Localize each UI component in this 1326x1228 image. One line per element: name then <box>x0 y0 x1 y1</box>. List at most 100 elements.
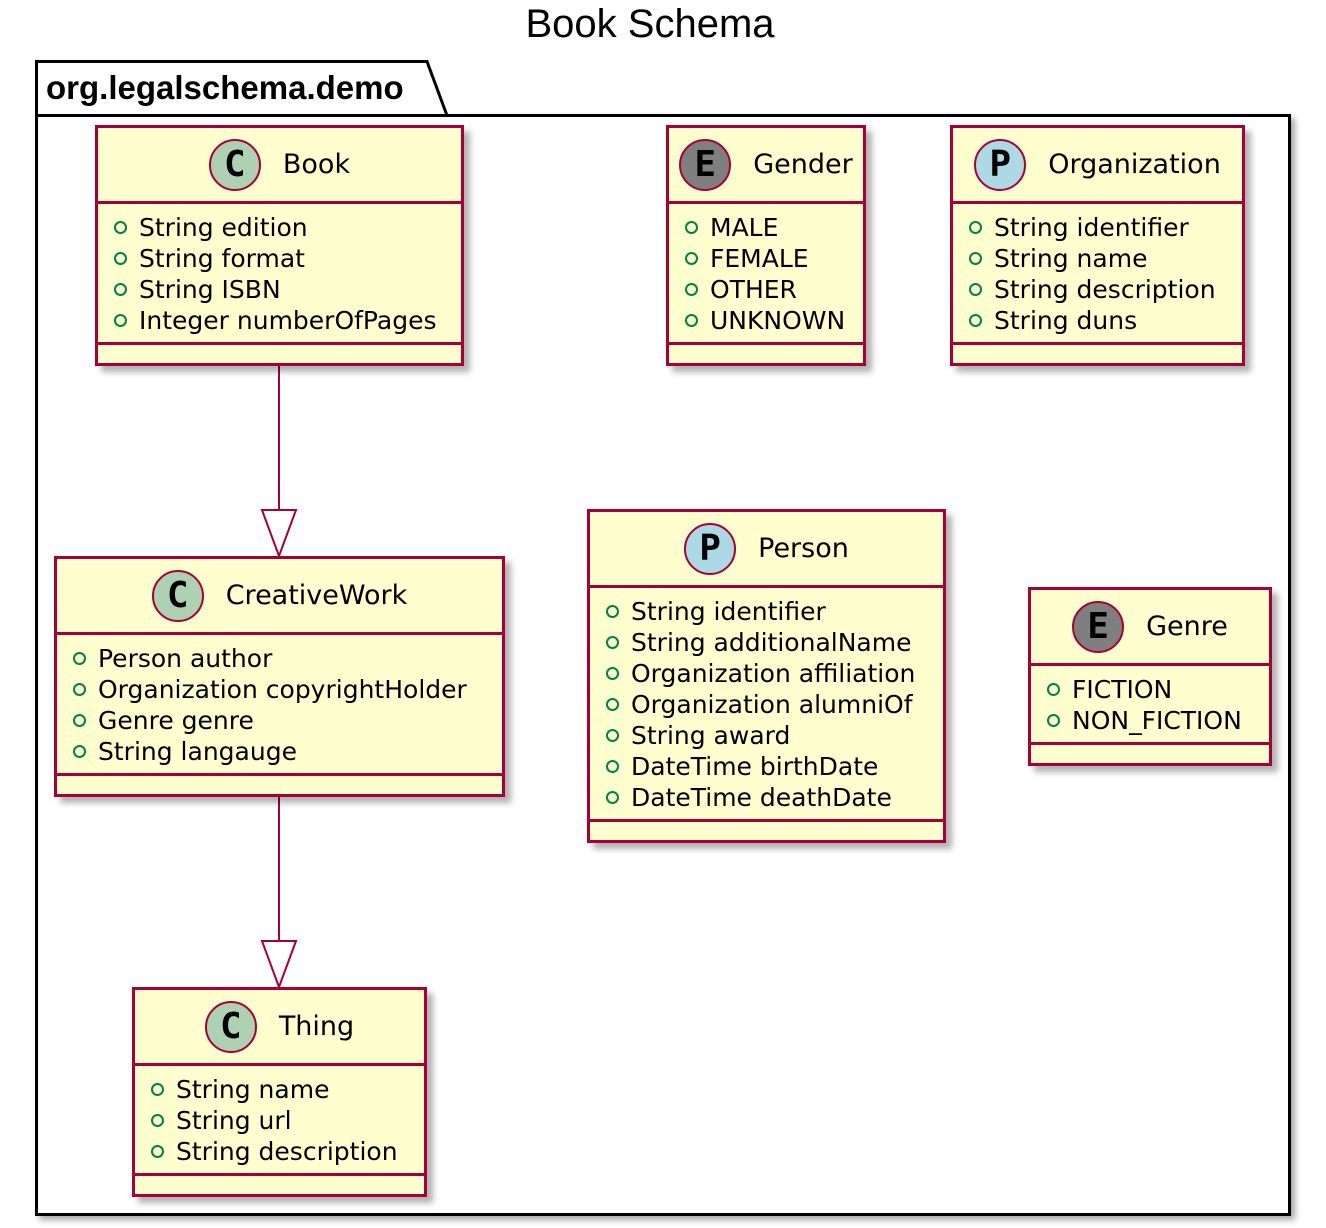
attribute-text: String award <box>631 721 791 750</box>
attribute-text: String ISBN <box>139 275 281 304</box>
attribute-text: String additionalName <box>631 628 912 657</box>
attribute-text: DateTime deathDate <box>631 783 892 812</box>
attribute-row: String edition <box>114 212 461 243</box>
attribute-text: String edition <box>139 213 308 242</box>
attribute-text: FEMALE <box>710 244 809 273</box>
attribute-row: NON_FICTION <box>1047 705 1269 736</box>
class-name: Genre <box>1146 611 1228 642</box>
package-frame <box>35 114 1291 1216</box>
attribute-text: Organization affiliation <box>631 659 916 688</box>
public-visibility-icon <box>685 314 698 327</box>
class-name: Person <box>758 533 849 564</box>
class-name: Organization <box>1048 149 1221 180</box>
attribute-text: Organization copyrightHolder <box>98 675 467 704</box>
attribute-text: String langauge <box>98 737 297 766</box>
diagram-title: Book Schema <box>525 2 775 46</box>
attribute-text: NON_FICTION <box>1072 706 1242 735</box>
stereotype-p-icon: P <box>974 138 1027 191</box>
public-visibility-icon <box>969 283 982 296</box>
stereotype-c-icon: C <box>151 569 204 622</box>
public-visibility-icon <box>606 636 619 649</box>
public-visibility-icon <box>1047 683 1060 696</box>
public-visibility-icon <box>151 1083 164 1096</box>
attribute-row: Organization copyrightHolder <box>73 674 502 705</box>
attribute-row: FEMALE <box>685 243 863 274</box>
attribute-row: String description <box>969 274 1242 305</box>
public-visibility-icon <box>114 252 127 265</box>
public-visibility-icon <box>606 729 619 742</box>
public-visibility-icon <box>685 252 698 265</box>
attribute-text: OTHER <box>710 275 797 304</box>
attribute-row: Organization alumniOf <box>606 689 943 720</box>
stereotype-e-icon: E <box>679 138 732 191</box>
class-header: E Genre <box>1031 590 1269 666</box>
method-compartment <box>669 345 863 363</box>
class-name: Gender <box>753 149 853 180</box>
inheritance-book-creativework <box>260 366 298 559</box>
attribute-row: OTHER <box>685 274 863 305</box>
attribute-text: String name <box>994 244 1148 273</box>
public-visibility-icon <box>1047 714 1060 727</box>
attribute-row: String name <box>151 1074 424 1105</box>
public-visibility-icon <box>114 283 127 296</box>
method-compartment <box>57 776 502 794</box>
attribute-text: String description <box>176 1137 398 1166</box>
public-visibility-icon <box>606 667 619 680</box>
attribute-text: FICTION <box>1072 675 1173 704</box>
attribute-row: MALE <box>685 212 863 243</box>
attribute-row: Genre genre <box>73 705 502 736</box>
attribute-row: String url <box>151 1105 424 1136</box>
public-visibility-icon <box>969 314 982 327</box>
public-visibility-icon <box>73 745 86 758</box>
attribute-text: UNKNOWN <box>710 306 846 335</box>
attribute-row: String duns <box>969 305 1242 336</box>
attribute-row: String name <box>969 243 1242 274</box>
attribute-text: String description <box>994 275 1216 304</box>
public-visibility-icon <box>606 698 619 711</box>
attribute-row: String ISBN <box>114 274 461 305</box>
attribute-row: DateTime birthDate <box>606 751 943 782</box>
public-visibility-icon <box>606 760 619 773</box>
attribute-text: DateTime birthDate <box>631 752 879 781</box>
public-visibility-icon <box>151 1145 164 1158</box>
public-visibility-icon <box>151 1114 164 1127</box>
stereotype-e-icon: E <box>1072 600 1125 653</box>
attribute-row: String description <box>151 1136 424 1167</box>
attribute-text: String format <box>139 244 305 273</box>
public-visibility-icon <box>606 605 619 618</box>
attribute-row: Person author <box>73 643 502 674</box>
class-header: E Gender <box>669 128 863 204</box>
class-name: Thing <box>278 1011 355 1042</box>
attribute-row: Integer numberOfPages <box>114 305 461 336</box>
package-name: org.legalschema.demo <box>46 69 404 106</box>
attribute-row: String identifier <box>969 212 1242 243</box>
attribute-row: UNKNOWN <box>685 305 863 336</box>
package-tab <box>35 60 449 117</box>
attribute-row: String additionalName <box>606 627 943 658</box>
class-name: Book <box>282 149 351 180</box>
public-visibility-icon <box>685 221 698 234</box>
attribute-text: String identifier <box>994 213 1189 242</box>
attribute-row: String award <box>606 720 943 751</box>
class-name: CreativeWork <box>225 580 408 611</box>
public-visibility-icon <box>73 714 86 727</box>
stereotype-c-icon: C <box>208 138 261 191</box>
attribute-row: String format <box>114 243 461 274</box>
method-compartment <box>135 1176 424 1194</box>
method-compartment <box>98 345 461 363</box>
